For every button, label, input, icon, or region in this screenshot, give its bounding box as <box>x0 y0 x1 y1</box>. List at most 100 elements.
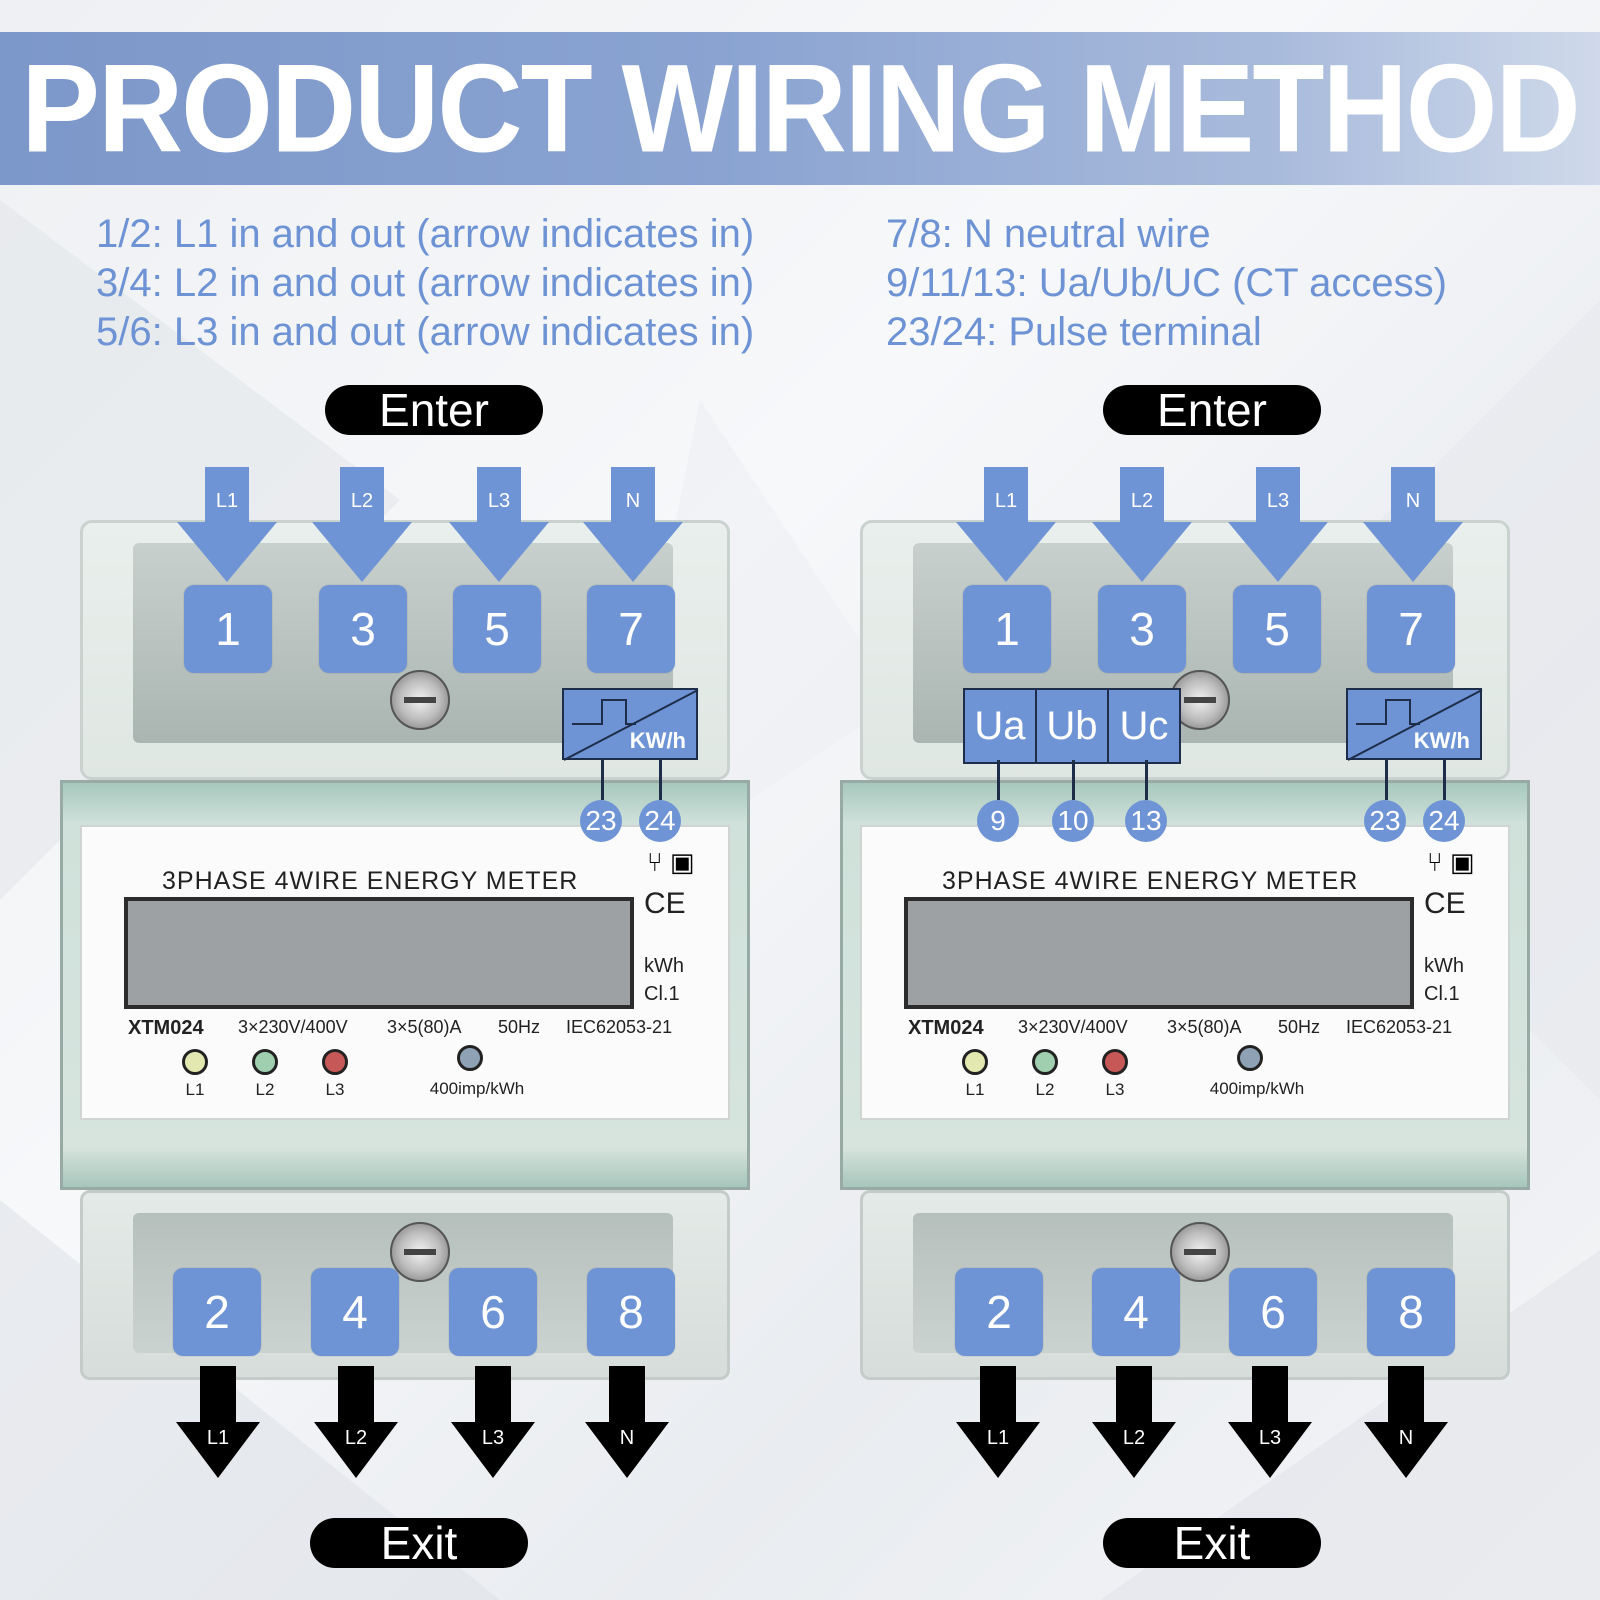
in-line-label: L1 <box>215 490 239 512</box>
in-line-label: N <box>1405 490 1421 512</box>
led-label: L2 <box>1035 1080 1055 1099</box>
terminal-23: 23 <box>1364 800 1406 842</box>
pulse-icon <box>564 690 699 761</box>
ct-access-box: Ua Ub Uc <box>963 688 1181 764</box>
led-pulse <box>1237 1045 1263 1071</box>
title-banner <box>0 32 1600 185</box>
lcd-display <box>904 897 1414 1009</box>
meter-title: 3PHASE 4WIRE ENERGY METER <box>162 867 579 895</box>
in-line-label: L2 <box>1130 490 1154 512</box>
legend-line: 1/2: L1 in and out (arrow indicates in) <box>96 212 755 256</box>
ct-label-ua: Ua <box>965 690 1037 762</box>
screw-icon <box>390 670 450 730</box>
out-line-label: L1 <box>986 1427 1010 1449</box>
pulse-wire <box>1385 760 1388 800</box>
led-label: L2 <box>255 1080 275 1099</box>
ct-wire <box>1072 760 1075 800</box>
standard-label: IEC62053-21 <box>1346 1017 1453 1037</box>
terminal-4: 4 <box>311 1268 399 1356</box>
led-l1 <box>182 1049 208 1075</box>
in-arrow-icon <box>1228 467 1328 582</box>
meter-label-panel: 3PHASE 4WIRE ENERGY METER ⑂ ▣ CE kWh Cl.… <box>860 825 1510 1120</box>
led-label: L3 <box>1105 1080 1125 1099</box>
enter-label-left: Enter <box>325 384 543 436</box>
standard-label: IEC62053-21 <box>566 1017 673 1037</box>
out-arrow-icon <box>1364 1366 1448 1478</box>
out-arrow-icon <box>1092 1366 1176 1478</box>
legend-line: 3/4: L2 in and out (arrow indicates in) <box>96 261 755 305</box>
pulse-wire <box>659 760 662 800</box>
ct-wire <box>1145 760 1148 800</box>
led-l1 <box>962 1049 988 1075</box>
enter-label-right: Enter <box>1103 384 1321 436</box>
pulse-output-box: KW/h <box>1346 688 1483 761</box>
terminal-7: 7 <box>1367 585 1455 673</box>
in-arrow-icon <box>583 467 683 582</box>
ct-label-ub: Ub <box>1037 690 1109 762</box>
in-arrow-icon <box>1092 467 1192 582</box>
frequency-label: 50Hz <box>1278 1017 1321 1037</box>
ce-mark: CE <box>644 887 686 920</box>
terminal-1: 1 <box>963 585 1051 673</box>
terminal-23: 23 <box>580 800 622 842</box>
terminal-4: 4 <box>1092 1268 1180 1356</box>
out-arrow-icon <box>314 1366 398 1478</box>
out-arrow-icon <box>585 1366 669 1478</box>
current-label: 3×5(80)A <box>1167 1017 1242 1037</box>
in-line-label: L3 <box>1266 490 1290 512</box>
out-arrow-icon <box>176 1366 260 1478</box>
led-label: L1 <box>965 1080 985 1099</box>
pulse-wire <box>1443 760 1446 800</box>
out-line-label: L2 <box>344 1427 368 1449</box>
legend-left: 1/2: L1 in and out (arrow indicates in) … <box>96 210 754 357</box>
led-pulse <box>457 1045 483 1071</box>
out-line-label: L2 <box>1122 1427 1146 1449</box>
page-title: PRODUCT WIRING METHOD <box>21 38 1580 179</box>
led-l3 <box>1102 1049 1128 1075</box>
legend-line: 7/8: N neutral wire <box>886 212 1211 256</box>
unit-label: kWh <box>644 955 684 977</box>
led-l3 <box>322 1049 348 1075</box>
led-l2 <box>252 1049 278 1075</box>
meter-title: 3PHASE 4WIRE ENERGY METER <box>942 867 1359 895</box>
in-arrow-icon <box>449 467 549 582</box>
ct-wire <box>997 760 1000 800</box>
exit-label-right: Exit <box>1103 1517 1321 1569</box>
out-arrow-icon <box>1228 1366 1312 1478</box>
imp-label: 400imp/kWh <box>429 1079 525 1098</box>
led-l2 <box>1032 1049 1058 1075</box>
in-arrow-icon <box>177 467 277 582</box>
in-arrow-icon <box>1363 467 1463 582</box>
antenna-icon: ⑂ ▣ <box>647 847 695 877</box>
out-line-label: L3 <box>1258 1427 1282 1449</box>
out-line-label: N <box>1398 1427 1414 1449</box>
terminal-24: 24 <box>1423 800 1465 842</box>
terminal-8: 8 <box>587 1268 675 1356</box>
screw-icon <box>1170 1222 1230 1282</box>
voltage-label: 3×230V/400V <box>1018 1017 1128 1037</box>
legend-line: 5/6: L3 in and out (arrow indicates in) <box>96 310 755 354</box>
out-line-label: N <box>619 1427 635 1449</box>
pulse-unit: KW/h <box>1413 728 1470 753</box>
model-label: XTM024 <box>908 1017 984 1039</box>
ct-label-uc: Uc <box>1119 703 1169 748</box>
out-arrow-icon <box>451 1366 535 1478</box>
out-line-label: L3 <box>481 1427 505 1449</box>
screw-icon <box>390 1222 450 1282</box>
in-arrow-icon <box>956 467 1056 582</box>
terminal-3: 3 <box>1098 585 1186 673</box>
terminal-6: 6 <box>449 1268 537 1356</box>
ce-mark: CE <box>1424 887 1466 920</box>
terminal-6: 6 <box>1229 1268 1317 1356</box>
terminal-2: 2 <box>955 1268 1043 1356</box>
imp-label: 400imp/kWh <box>1209 1079 1305 1098</box>
pulse-unit: KW/h <box>629 728 686 753</box>
class-label: Cl.1 <box>644 983 680 1005</box>
frequency-label: 50Hz <box>498 1017 541 1037</box>
legend-line: 9/11/13: Ua/Ub/UC (CT access) <box>886 261 1447 305</box>
terminal-5: 5 <box>1233 585 1321 673</box>
unit-label: kWh <box>1424 955 1464 977</box>
legend-right: 7/8: N neutral wire 9/11/13: Ua/Ub/UC (C… <box>886 210 1447 357</box>
exit-label-left: Exit <box>310 1517 528 1569</box>
terminal-2: 2 <box>173 1268 261 1356</box>
